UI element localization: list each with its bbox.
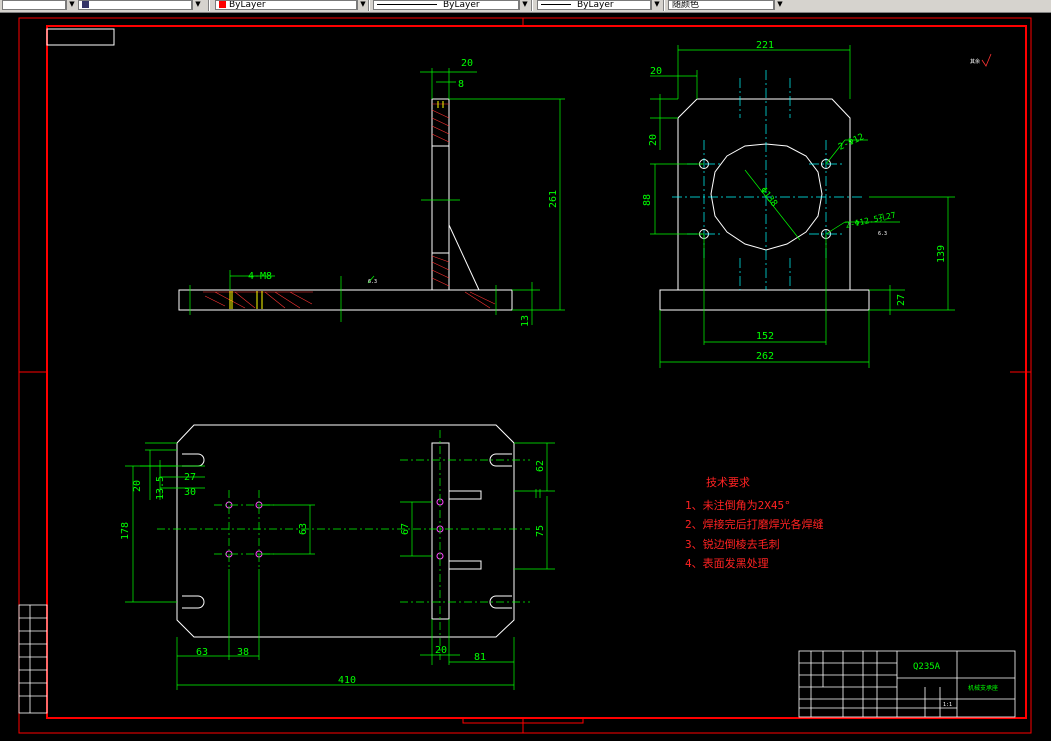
color-dropdown[interactable]: ByLayer	[215, 0, 357, 10]
color-swatch-icon	[219, 1, 226, 8]
technical-notes: 技术要求 1、未注倒角为2X45° 2、焊接完后打磨焊光各焊缝 3、锐边倒棱去毛…	[685, 476, 824, 570]
linetype-value: ByLayer	[443, 0, 480, 10]
material-text: Q235A	[913, 662, 941, 672]
dim-text: 63	[298, 523, 309, 535]
dim-text: 27	[184, 472, 196, 483]
layer-dropdown-arrow-icon[interactable]: ▼	[66, 0, 77, 10]
part-name-text: 机械支承座	[968, 684, 998, 692]
dim-text: 20	[132, 480, 143, 492]
title-block	[798, 650, 1016, 718]
scale-text: 1:1	[943, 702, 952, 708]
dim-text: 139	[936, 245, 947, 263]
linetype-dropdown-arrow-icon[interactable]: ▼	[519, 0, 530, 10]
notes-title: 技术要求	[706, 476, 750, 489]
plan-view: 20 13.5 27 30 178 63 67 62 75 63 38 20 8…	[120, 424, 555, 690]
front-view: 20 8 261 4-M8 13 6.3	[178, 58, 565, 327]
dim-text: 20	[461, 58, 473, 69]
side-view: 221 20 20 88 2-Φ12 2-Φ12.5孔27 Φ138 139 2…	[642, 40, 992, 368]
dim-text: 13.5	[155, 476, 166, 500]
plotstyle-dropdown-arrow-icon[interactable]: ▼	[774, 0, 785, 10]
drawing-frame	[18, 17, 1032, 734]
note-item: 2、焊接完后打磨焊光各焊缝	[685, 517, 824, 531]
dim-text: 88	[642, 194, 653, 206]
dim-text: 178	[120, 522, 131, 540]
lineweight-dropdown-arrow-icon[interactable]: ▼	[651, 0, 662, 10]
dim-text: 75	[535, 525, 546, 537]
toolbar-separator	[368, 0, 370, 11]
drawing-canvas[interactable]: 20 8 261 4-M8 13 6.3	[0, 13, 1051, 741]
linetype-dropdown[interactable]: ByLayer	[373, 0, 519, 10]
lineweight-value: ByLayer	[577, 0, 614, 10]
dim-text: 152	[756, 331, 774, 342]
dim-text: 27	[896, 294, 907, 306]
dim-text: 81	[474, 652, 486, 663]
dim-text: 63	[196, 647, 208, 658]
dim-text: 20	[650, 66, 662, 77]
note-item: 4、表面发黑处理	[685, 556, 769, 570]
dim-text: 20	[435, 645, 447, 656]
plotstyle-value: 随颜色	[672, 0, 700, 10]
hole-label: 2-Φ12	[837, 132, 866, 153]
toolbar-separator	[208, 0, 210, 11]
roughness-corner-label: 其余	[970, 58, 980, 65]
layer-icon	[82, 1, 89, 8]
dim-text: 20	[648, 134, 659, 146]
dim-text: 13	[520, 315, 531, 327]
layer-name-arrow-icon[interactable]: ▼	[192, 0, 203, 10]
color-dropdown-arrow-icon[interactable]: ▼	[357, 0, 368, 10]
dim-text: 261	[548, 190, 559, 208]
dim-text: 262	[756, 351, 774, 362]
hole-label-2: 2-Φ12.5孔27	[845, 210, 897, 230]
note-item: 3、锐边倒棱去毛刺	[685, 537, 780, 551]
roughness-symbol-icon	[981, 53, 992, 67]
dim-text: 38	[237, 647, 249, 658]
dim-text: 67	[400, 523, 411, 535]
thread-label: 4-M8	[248, 271, 272, 282]
linetype-preview	[377, 4, 437, 5]
plotstyle-dropdown[interactable]: 随颜色	[668, 0, 774, 10]
dim-text: 62	[535, 460, 546, 472]
note-item: 1、未注倒角为2X45°	[685, 498, 791, 512]
color-value: ByLayer	[229, 0, 266, 10]
revision-column	[18, 604, 48, 714]
properties-toolbar: ▼ ▼ ByLayer ▼ ByLayer ▼ ByLayer ▼ 随颜色 ▼	[0, 0, 1051, 13]
toolbar-separator	[531, 0, 533, 11]
dim-text: 221	[756, 40, 774, 51]
toolbar-separator	[663, 0, 665, 11]
dim-text: 8	[458, 79, 464, 90]
lineweight-dropdown[interactable]: ByLayer	[537, 0, 651, 10]
roughness-text: 6.3	[368, 279, 377, 285]
dim-text: 30	[184, 487, 196, 498]
dim-text: Φ138	[758, 186, 779, 209]
lineweight-preview	[541, 4, 571, 5]
roughness-text: 6.3	[878, 231, 887, 237]
dim-text: 410	[338, 675, 356, 686]
layer-name-field[interactable]	[78, 0, 192, 10]
layer-dropdown[interactable]	[2, 0, 66, 10]
